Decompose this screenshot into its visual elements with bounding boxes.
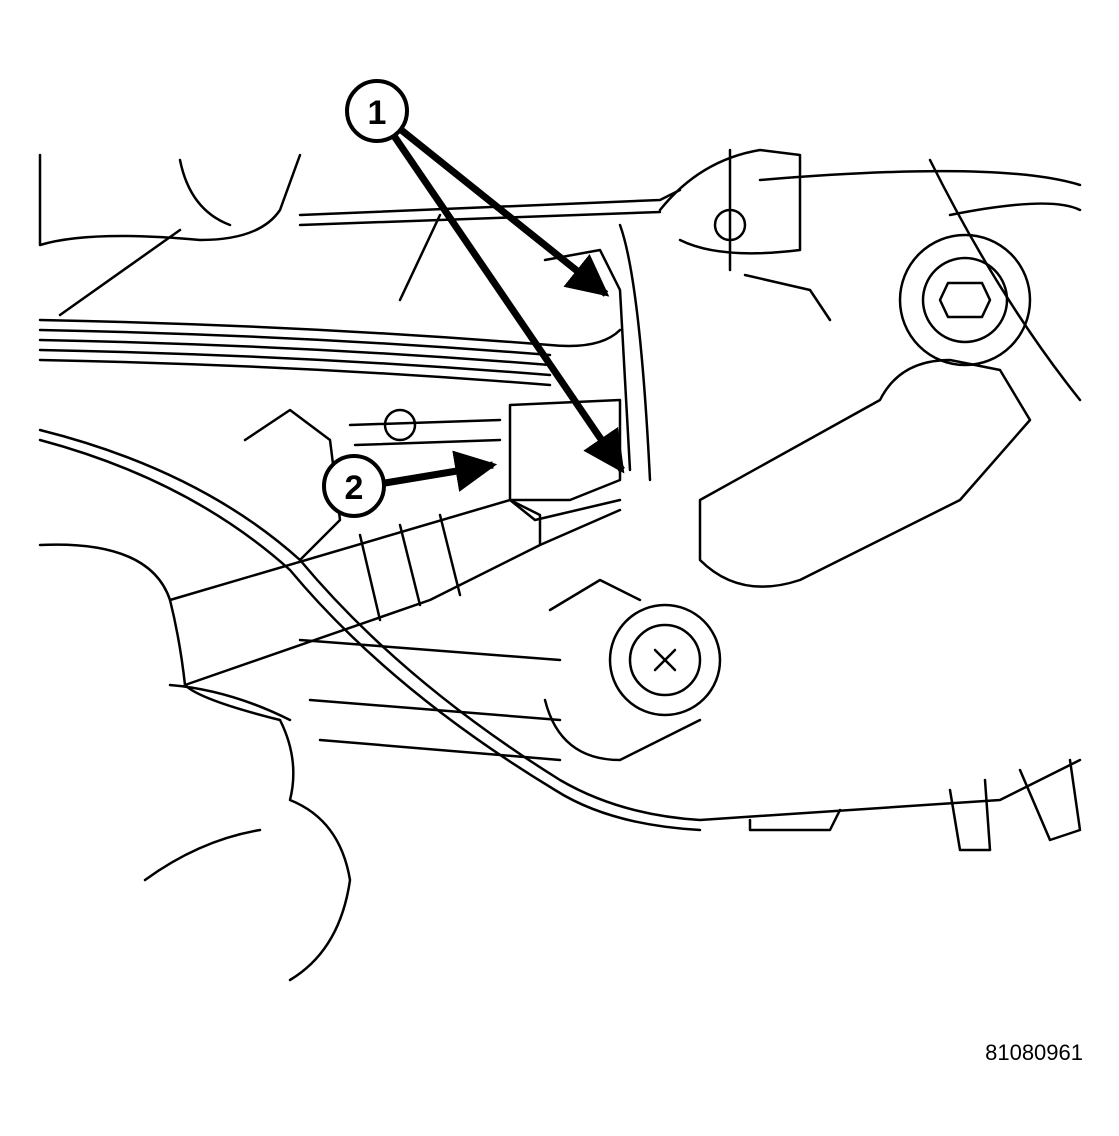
callout-2-label: 2 xyxy=(345,469,364,507)
callout-leaders xyxy=(384,122,625,492)
callout-2: 2 xyxy=(322,454,386,518)
callout-1: 1 xyxy=(345,79,409,143)
figure-id: 81080961 xyxy=(985,1040,1083,1065)
line-art xyxy=(38,148,1082,982)
callout-1-label: 1 xyxy=(368,94,387,132)
